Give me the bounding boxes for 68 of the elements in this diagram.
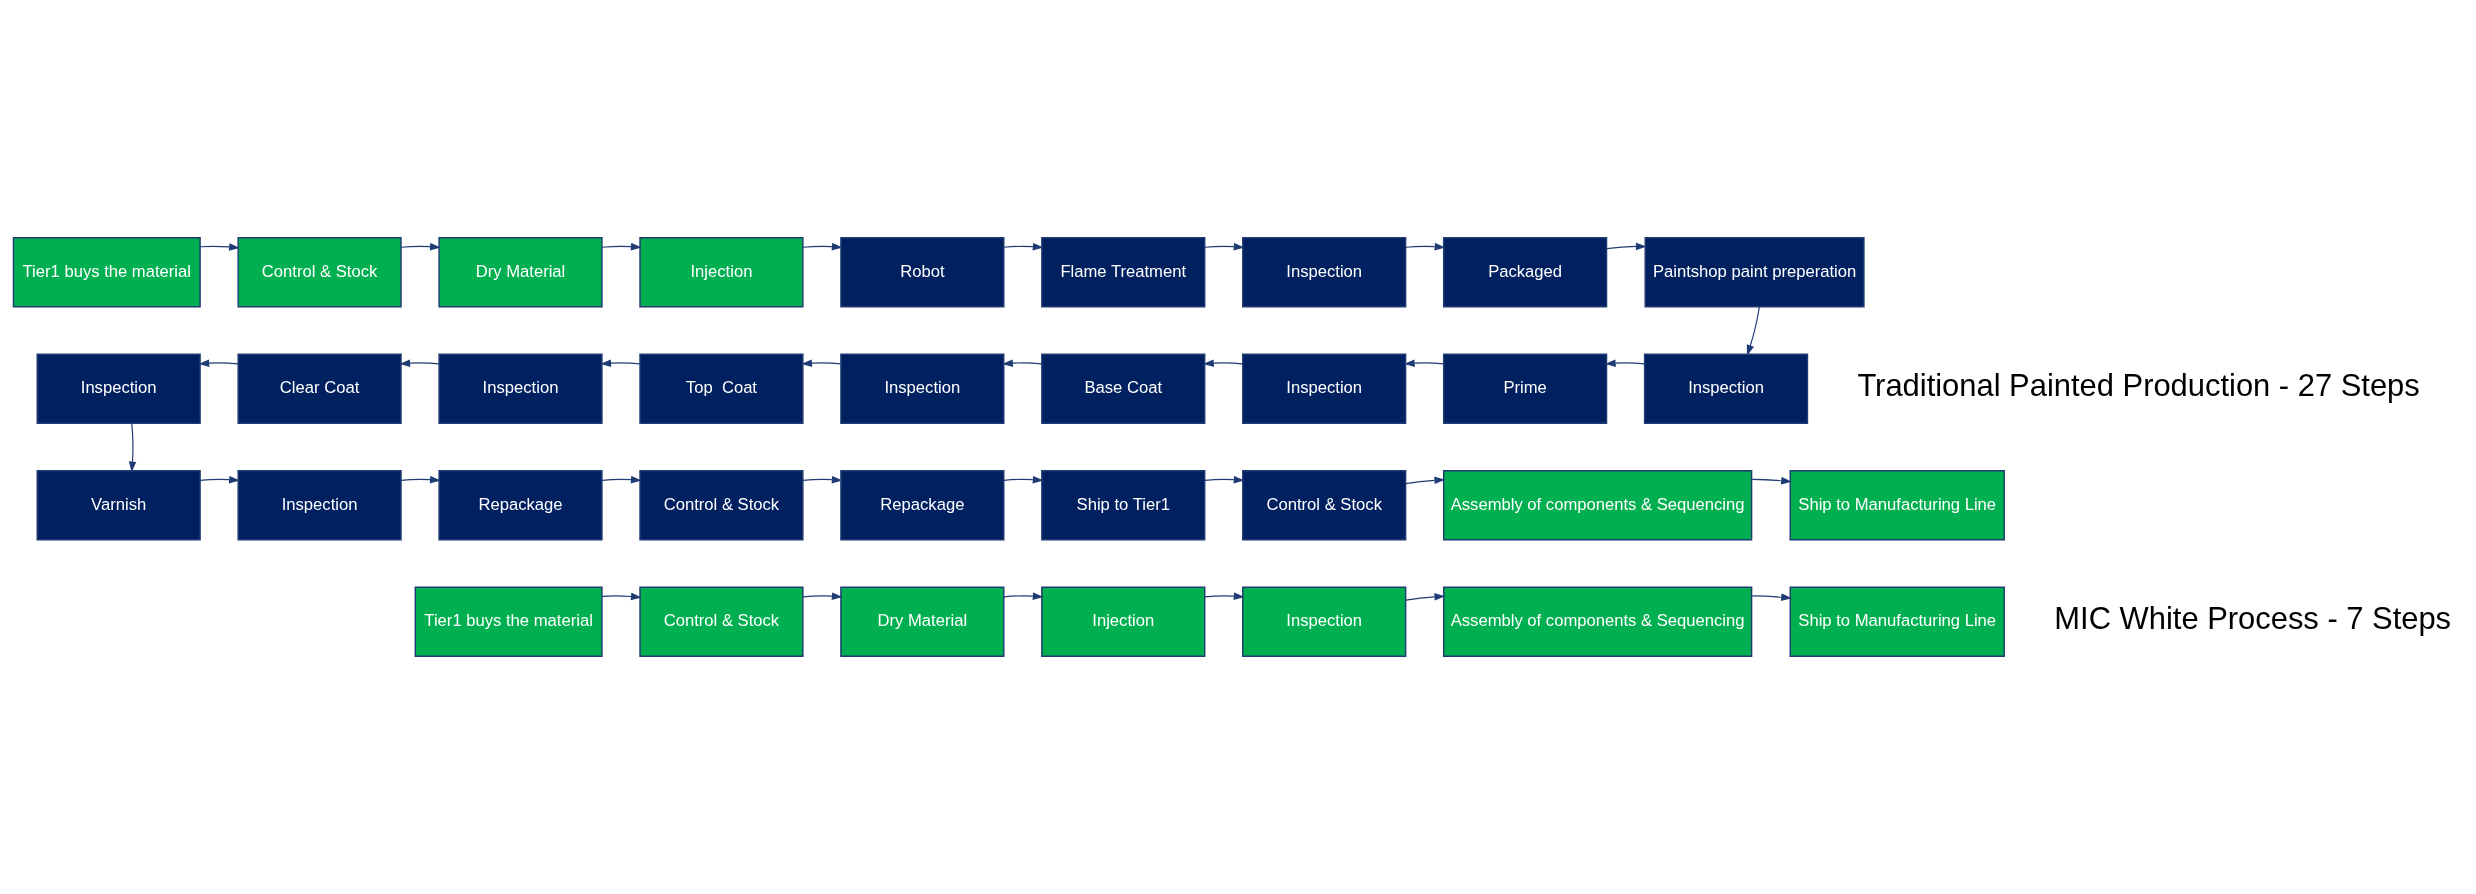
arrow xyxy=(601,242,642,251)
node-box: Packaged xyxy=(1442,237,1608,308)
node-box: Top Coat xyxy=(639,353,804,424)
label: Traditional Painted Production - 27 Steps xyxy=(1857,368,2420,404)
node-box: Robot xyxy=(840,237,1005,308)
node-box: Control & Stock xyxy=(639,470,804,541)
node-box: Base Coat xyxy=(1041,353,1206,424)
node-box: Inspection xyxy=(1643,353,1809,424)
arrow xyxy=(1003,475,1044,484)
node-box: Injection xyxy=(1041,586,1206,657)
node-box: Ship to Manufacturing Line xyxy=(1789,586,2005,657)
arrow xyxy=(198,359,239,367)
node-box: Tier1 buys the material xyxy=(414,586,603,657)
node-box: Inspection xyxy=(237,470,402,541)
arrow xyxy=(600,359,641,367)
node-box: Control & Stock xyxy=(1242,470,1407,541)
arrow xyxy=(399,359,440,367)
arrow xyxy=(1003,592,1044,600)
label: MIC White Process - 7 Steps xyxy=(2054,601,2452,637)
node-box: Control & Stock xyxy=(639,586,804,657)
node-box: Control & Stock xyxy=(237,237,402,308)
arrow xyxy=(199,243,240,251)
arrow xyxy=(1751,593,1792,601)
arrow xyxy=(601,592,642,601)
arrow xyxy=(1204,242,1245,251)
arrow xyxy=(1604,359,1646,367)
node-box: Inspection xyxy=(1242,353,1407,424)
arrow xyxy=(400,242,441,251)
arrow xyxy=(1405,476,1446,485)
node-box: Prime xyxy=(1442,353,1608,424)
arrow xyxy=(802,242,843,251)
arrow xyxy=(1405,593,1446,601)
arrow xyxy=(601,475,642,484)
node-box: Inspection xyxy=(36,353,201,424)
arrow xyxy=(1203,359,1244,367)
node-box: Repackage xyxy=(840,470,1005,541)
node-box: Inspection xyxy=(840,353,1005,424)
arrow xyxy=(1751,476,1792,485)
node-box: Repackage xyxy=(438,470,603,541)
node-box: Paintshop paint preperation xyxy=(1644,237,1865,308)
node-box: Tier1 buys the material xyxy=(12,237,201,308)
node-box: Dry Material xyxy=(438,237,603,308)
arrow xyxy=(802,475,843,484)
arrow xyxy=(1003,242,1044,251)
arrow xyxy=(1746,306,1760,356)
arrow xyxy=(400,475,441,484)
arrow xyxy=(1606,242,1647,251)
node-box: Ship to Manufacturing Line xyxy=(1789,470,2005,541)
arrow xyxy=(128,422,137,473)
arrow xyxy=(199,475,240,484)
node-box: Inspection xyxy=(1242,237,1407,308)
arrow xyxy=(1204,592,1245,600)
node-box: Injection xyxy=(639,237,804,308)
node-box: Clear Coat xyxy=(237,353,402,424)
arrow xyxy=(1204,475,1245,484)
arrow xyxy=(802,592,843,600)
node-box: Assembly of components & Sequencing xyxy=(1442,470,1753,541)
arrow xyxy=(1404,359,1445,367)
node-box: Inspection xyxy=(438,353,603,424)
node-box: Dry Material xyxy=(840,586,1005,657)
arrow xyxy=(801,359,842,367)
arrow xyxy=(1405,242,1446,251)
node-box: Varnish xyxy=(36,470,201,541)
arrow xyxy=(1002,359,1043,367)
node-box: Assembly of components & Sequencing xyxy=(1442,586,1753,657)
node-box: Inspection xyxy=(1242,586,1407,657)
node-box: Flame Treatment xyxy=(1041,237,1206,308)
node-box: Ship to Tier1 xyxy=(1041,470,1206,541)
